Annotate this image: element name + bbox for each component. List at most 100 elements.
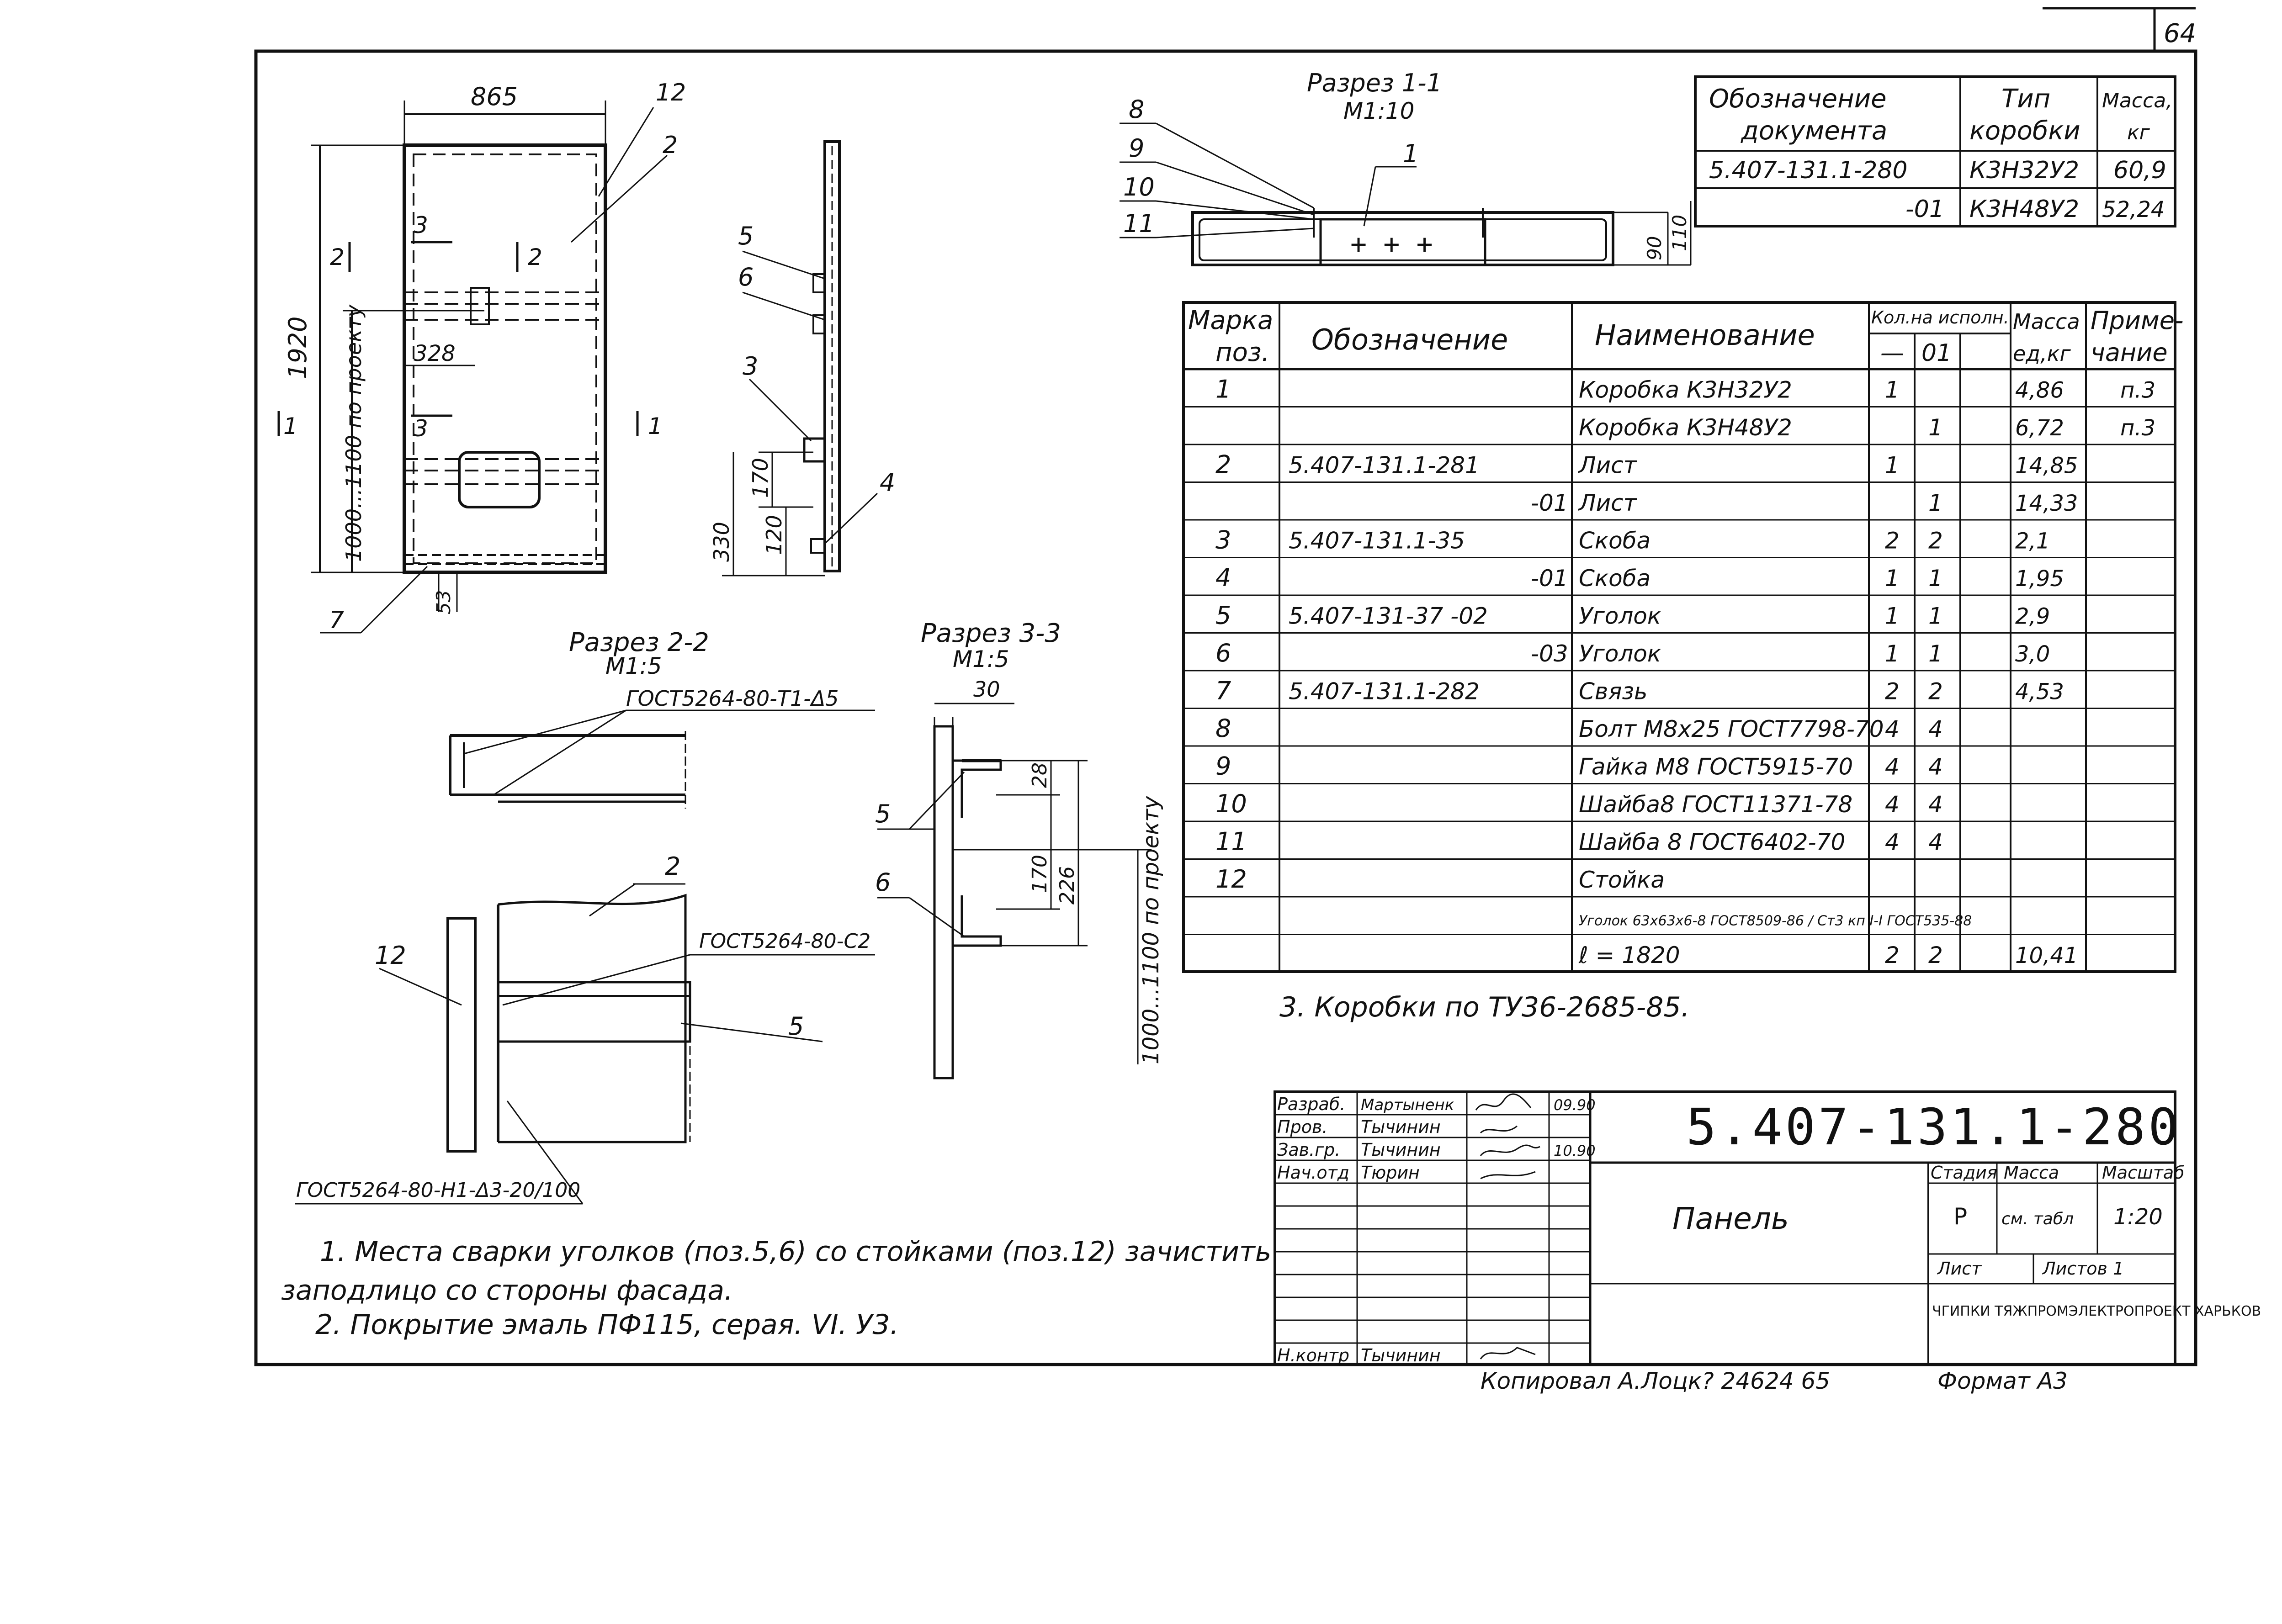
section-2-2-scale: М1:5 bbox=[605, 653, 662, 679]
spec-cell-name: Шайба8 ГОСТ11371-78 bbox=[1579, 791, 1852, 818]
spec-cell-mass: 4,53 bbox=[2015, 679, 2064, 705]
spec-header-qty: Кол.на исполн. bbox=[1871, 307, 2009, 328]
spec-cell-mass: 2,9 bbox=[2015, 604, 2050, 629]
doc-row-1-type: К3Н32У2 bbox=[1969, 157, 2079, 184]
note-1b: заподлицо со стороны фасада. bbox=[281, 1275, 733, 1307]
spec-cell-mark: 2 bbox=[1215, 450, 1231, 479]
spec-cell-designation: 5.407-131.1-35 bbox=[1289, 528, 1465, 554]
node-weld-h1: ГОСТ5264-80-Н1-Δ3-20/100 bbox=[296, 1179, 580, 1202]
doc-row-1-designation: 5.407-131.1-280 bbox=[1709, 157, 1908, 184]
section-3-3: Разрез 3-3 М1:5 30 28 170 226 1000...110… bbox=[875, 619, 1164, 1079]
spec-header-note-2: чание bbox=[2091, 338, 2168, 367]
sheet-frame bbox=[254, 49, 2197, 1366]
spec-header-name: Наименование bbox=[1595, 318, 1815, 352]
spec-cell-designation: 5.407-131-37 -02 bbox=[1289, 603, 1488, 629]
dim-side-330: 330 bbox=[709, 522, 734, 562]
spec-cell-qty-main: 4 bbox=[1885, 829, 1900, 856]
mass-value: см. табл bbox=[2001, 1210, 2074, 1228]
note-3: 3. Коробки по ТУ36-2685-85. bbox=[1279, 991, 1690, 1023]
person-1-role: Разраб. bbox=[1277, 1094, 1345, 1114]
callout-1-1-9: 9 bbox=[1129, 134, 1144, 163]
spec-cell-qty-01: 4 bbox=[1928, 754, 1943, 780]
spec-cell-mark: 6 bbox=[1215, 639, 1231, 667]
spec-cell-qty-main: 2 bbox=[1885, 942, 1900, 968]
spec-cell-qty-main: 1 bbox=[1885, 452, 1900, 479]
spec-cell-name: Стойка bbox=[1579, 867, 1665, 893]
doc-row-1-mass: 60,9 bbox=[2113, 157, 2166, 184]
spec-cell-name: Скоба bbox=[1579, 565, 1650, 592]
section-3-3-title: Разрез 3-3 bbox=[921, 619, 1061, 648]
dim-3-3-28: 28 bbox=[1028, 762, 1051, 788]
spec-cell-designation: 5.407-131.1-281 bbox=[1289, 452, 1480, 479]
callout-side-5: 5 bbox=[738, 222, 754, 250]
spec-cell-mark: 9 bbox=[1215, 752, 1231, 781]
signature-4 bbox=[1480, 1171, 1536, 1180]
dim-mount-height: 1000...1100 по проекту bbox=[341, 304, 366, 562]
doc-row-2-mass: 52,24 bbox=[2102, 197, 2165, 222]
doc-header-type-1: Тип bbox=[2001, 84, 2050, 114]
section-mark-1-right: 1 bbox=[648, 413, 663, 439]
spec-cell-designation: -01 bbox=[1531, 565, 1568, 592]
signature-5 bbox=[1480, 1347, 1536, 1360]
panel-side-view: 330 170 120 5 6 3 4 bbox=[709, 140, 895, 577]
person-1-date: 09.90 bbox=[1554, 1096, 1596, 1114]
spec-cell-qty-main: 2 bbox=[1885, 678, 1900, 705]
section-3-3-height: 1000...1100 по проекту bbox=[1138, 796, 1164, 1064]
signature-1 bbox=[1475, 1093, 1532, 1111]
spec-header-mark-1: Марка bbox=[1188, 306, 1273, 335]
section-2-2: Разрез 2-2 М1:5 ГОСТ5264-80-Т1-Δ5 bbox=[449, 628, 875, 809]
title-block: Разраб. Мартыненк 09.90 Пров. Тычинин За… bbox=[1274, 1090, 2261, 1366]
section-mark-2-left: 2 bbox=[330, 244, 345, 270]
section-1-1: Разрез 1-1 М1:10 + + + 90 110 8 9 10 11 … bbox=[1120, 69, 1692, 266]
spec-cell-mark: 3 bbox=[1215, 526, 1231, 555]
spec-cell-qty-01: 1 bbox=[1928, 565, 1943, 592]
scale-value: 1:20 bbox=[2113, 1204, 2163, 1230]
callout-1-1-10: 10 bbox=[1123, 173, 1155, 201]
spec-cell-name: Коробка К3Н48У2 bbox=[1579, 414, 1792, 441]
spec-cell-mark: 11 bbox=[1215, 827, 1247, 856]
spec-header-qty-01: 01 bbox=[1921, 339, 1952, 367]
spec-cell-designation: 5.407-131.1-282 bbox=[1289, 678, 1480, 705]
dim-height: 1920 bbox=[283, 317, 312, 379]
format: Формат А3 bbox=[1937, 1368, 2068, 1394]
mass-label: Масса bbox=[2004, 1163, 2059, 1183]
section-1-1-hatch: + + + bbox=[1350, 228, 1433, 260]
callout-node-5: 5 bbox=[788, 1012, 804, 1041]
spec-cell-qty-main: 4 bbox=[1885, 791, 1900, 818]
spec-cell-qty-01: 4 bbox=[1928, 716, 1943, 742]
person-4-name: Тюрин bbox=[1361, 1163, 1420, 1183]
dim-offset: 328 bbox=[414, 341, 456, 366]
person-5-name: Тычинин bbox=[1361, 1345, 1441, 1365]
spec-cell-qty-01: 2 bbox=[1928, 678, 1943, 705]
person-2-name: Тычинин bbox=[1361, 1117, 1441, 1137]
person-2-role: Пров. bbox=[1277, 1117, 1327, 1137]
spec-cell-qty-main: 1 bbox=[1885, 640, 1900, 667]
spec-cell-mass: 6,72 bbox=[2015, 415, 2064, 441]
organization: ЧГИПКИ ТЯЖПРОМЭЛЕКТРОПРОЕКТ ХАРЬКОВ bbox=[1932, 1303, 2261, 1319]
spec-cell-qty-01: 1 bbox=[1928, 640, 1943, 667]
stage-value: Р bbox=[1953, 1203, 1967, 1230]
spec-cell-mark: 10 bbox=[1215, 789, 1247, 818]
dim-side-170: 170 bbox=[748, 458, 773, 498]
scale-label: Масштаб bbox=[2102, 1163, 2185, 1183]
section-3-3-scale: М1:5 bbox=[953, 646, 1009, 672]
person-3-name: Тычинин bbox=[1361, 1140, 1441, 1160]
spec-cell-qty-main: 1 bbox=[1885, 377, 1900, 403]
callout-node-12: 12 bbox=[375, 941, 406, 970]
callout-12: 12 bbox=[656, 79, 686, 106]
spec-cell-note: п.3 bbox=[2120, 378, 2155, 403]
spec-cell-mass: 14,85 bbox=[2015, 453, 2078, 479]
spec-cell-name: Уголок bbox=[1579, 640, 1661, 667]
callout-2: 2 bbox=[663, 132, 678, 159]
spec-cell-mass: 3,0 bbox=[2015, 641, 2050, 667]
spec-header-mark-2: поз. bbox=[1215, 338, 1269, 367]
spec-cell-name: Шайба 8 ГОСТ6402-70 bbox=[1579, 829, 1845, 856]
spec-cell-name: Лист bbox=[1578, 452, 1638, 479]
doc-header-type-2: коробки bbox=[1969, 116, 2080, 146]
spec-cell-mass: 4,86 bbox=[2015, 378, 2064, 403]
person-3-role: Зав.гр. bbox=[1277, 1140, 1340, 1160]
signature-2 bbox=[1480, 1125, 1518, 1134]
spec-cell-name: Болт М8х25 ГОСТ7798-70 bbox=[1579, 716, 1884, 742]
